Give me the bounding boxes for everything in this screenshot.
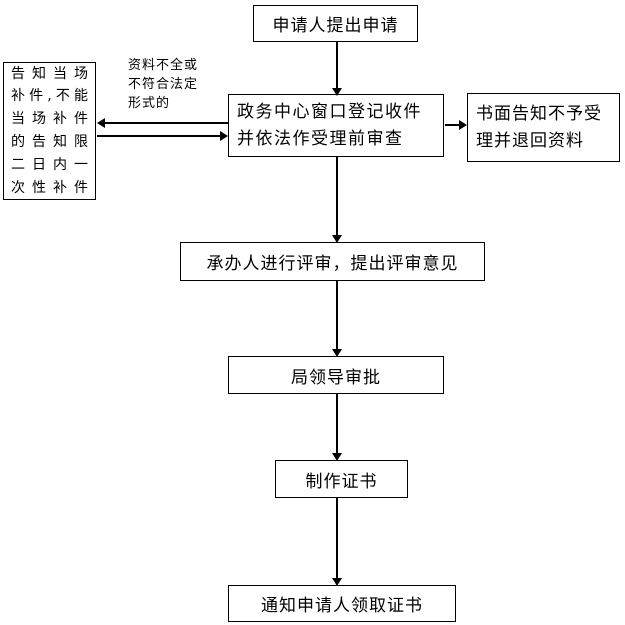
node-notify-applicant: 通知申请人领取证书 [228,585,456,622]
arrow-certificate-to-notify [332,498,342,586]
node-supplement-notice-line5: 二日内一 [11,156,88,173]
arrow-apply-to-register [332,42,342,96]
node-make-certificate: 制作证书 [275,460,408,498]
node-make-certificate-label: 制作证书 [305,471,378,492]
arrow-register-to-reject [445,120,467,130]
node-applicant-apply-label: 申请人提出申请 [272,16,399,36]
edge-label-incomplete-line3: 形式的 [128,96,171,111]
node-supplement-notice-line4: 的告知限 [11,134,88,150]
node-reject-notice-line2: 理并退回资料 [476,130,584,151]
arrow-approval-to-certificate [332,394,342,461]
node-register-review-line2: 并依法作受理前审查 [237,128,404,149]
node-leader-approval: 局领导审批 [228,356,444,394]
edge-label-incomplete-line2: 不符合法定 [128,77,199,92]
node-handler-review: 承办人进行评审，提出评审意见 [180,242,485,281]
node-register-review-line1: 政务中心窗口登记收件 [237,101,422,122]
node-supplement-notice: 告知当场 补件,不能 当场补件 的告知限 二日内一 次性补件 [3,62,96,200]
node-register-review: 政务中心窗口登记收件 并依法作受理前审查 [228,94,444,157]
node-applicant-apply: 申请人提出申请 [253,5,418,42]
node-supplement-notice-line1: 告知当场 [11,65,88,82]
node-supplement-notice-line6: 次性补件 [11,179,88,196]
arrow-register-to-supplement [97,118,228,128]
arrow-register-to-review [332,157,342,243]
arrow-supplement-to-register [97,131,228,141]
node-notify-applicant-label: 通知申请人领取证书 [261,596,423,616]
node-supplement-notice-line2: 补件,不能 [11,88,88,105]
arrow-review-to-approval [332,281,342,357]
edge-label-incomplete-line1: 资料不全或 [128,58,199,73]
edge-label-incomplete-materials: 资料不全或 不符合法定 形式的 [128,56,216,113]
node-supplement-notice-line3: 当场补件 [11,111,88,128]
node-leader-approval-label: 局领导审批 [291,367,381,388]
node-reject-notice: 书面告知不予受 理并退回资料 [467,93,620,162]
node-handler-review-label: 承办人进行评审，提出评审意见 [206,254,459,274]
node-reject-notice-line1: 书面告知不予受 [476,103,602,124]
